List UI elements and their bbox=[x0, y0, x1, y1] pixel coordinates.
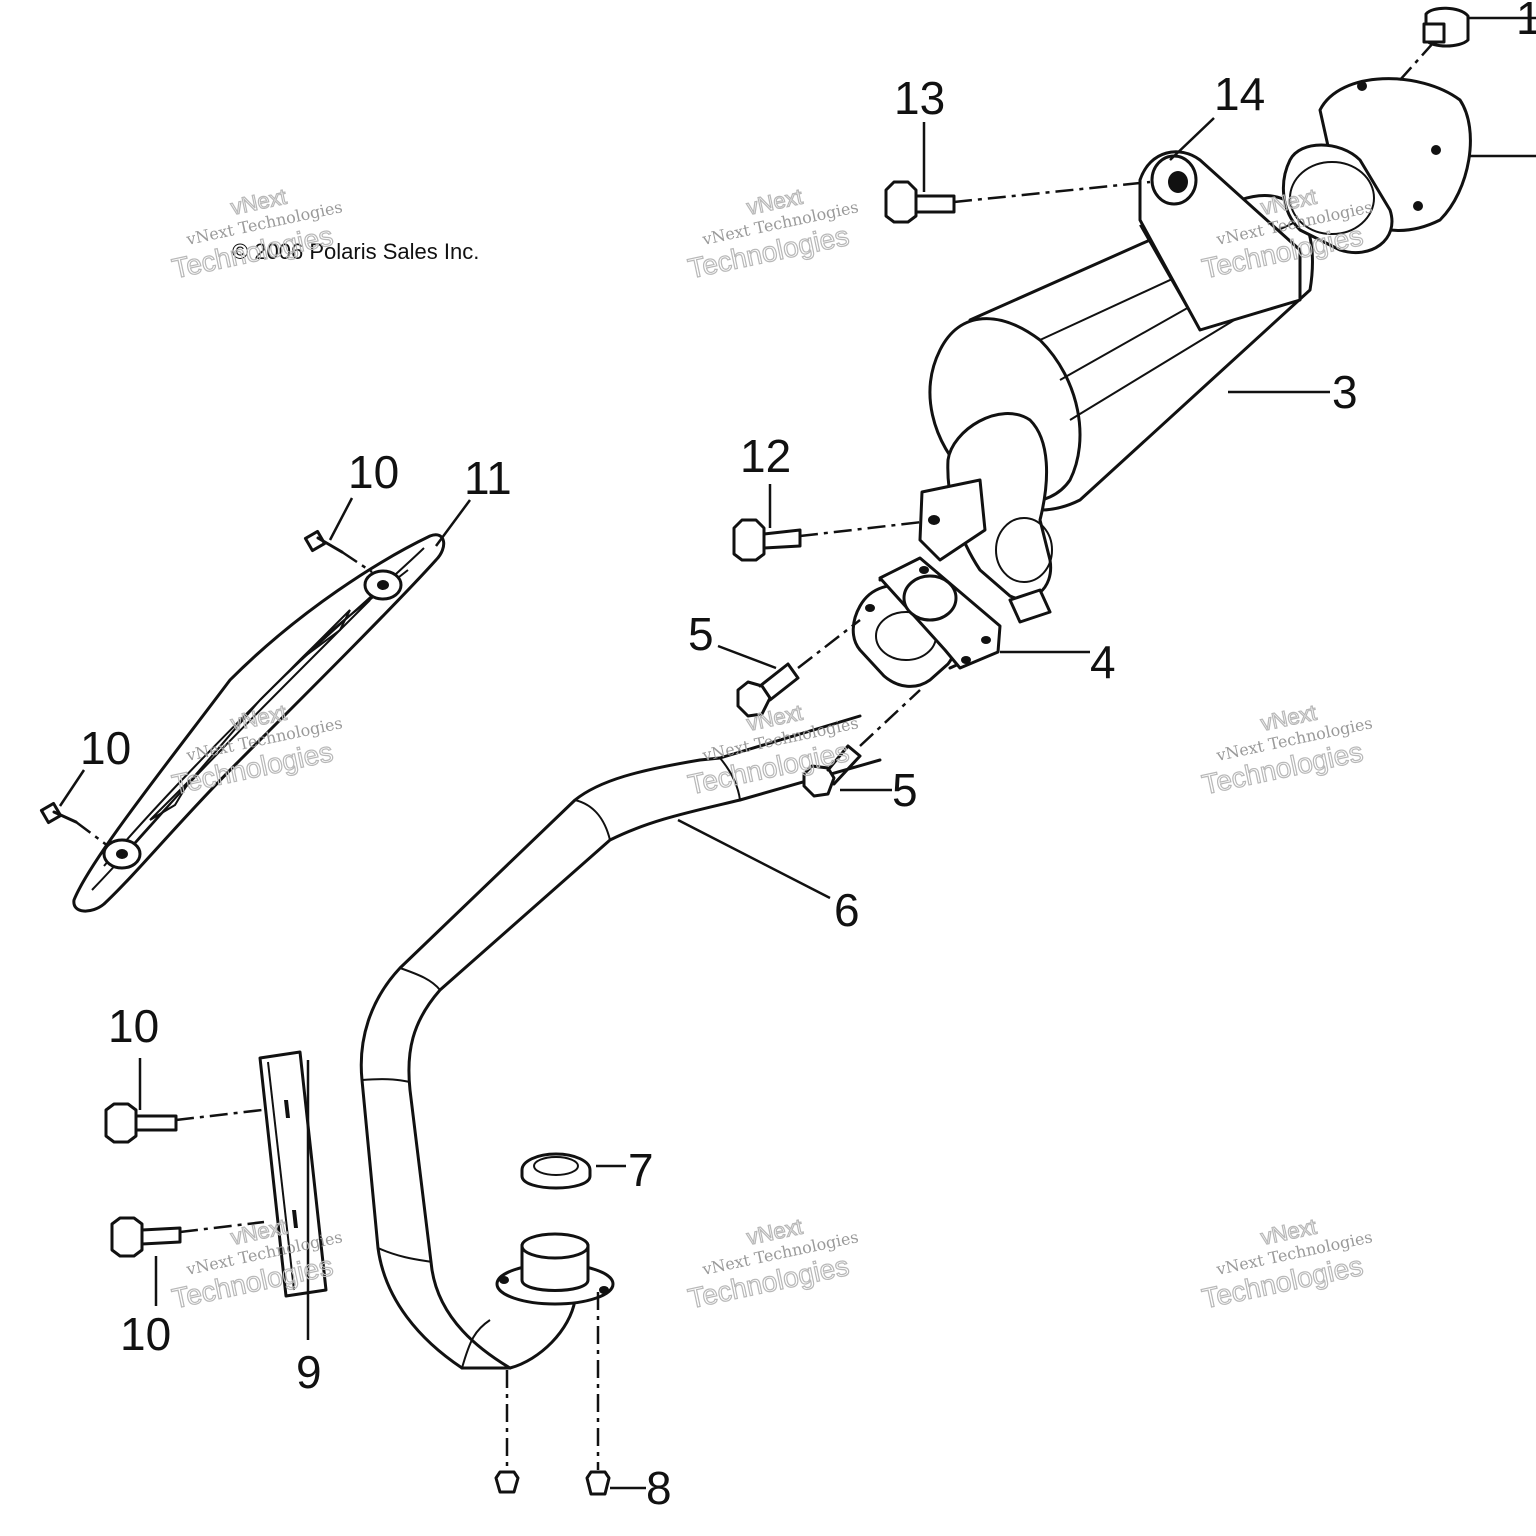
part-10-bolt-bracket-top bbox=[104, 1102, 263, 1144]
part-10-bolt-shield-bottom bbox=[39, 801, 109, 847]
part-5-bolt-lower bbox=[802, 689, 921, 798]
copyright-text: © 2006 Polaris Sales Inc. bbox=[232, 239, 479, 264]
callout-4: 4 bbox=[1090, 636, 1116, 688]
callout-5-upper: 5 bbox=[688, 608, 714, 660]
part-3-muffler bbox=[918, 150, 1314, 624]
callout-8: 8 bbox=[646, 1462, 672, 1514]
part-1-end-cap bbox=[1281, 6, 1536, 255]
watermark-9: vNext vNext Technologies Technologies bbox=[1199, 1213, 1374, 1315]
part-13-bolt bbox=[884, 180, 1151, 224]
leader-lines bbox=[58, 117, 1330, 1490]
callout-10-bracket-bottom: 10 bbox=[120, 1308, 171, 1360]
callout-7: 7 bbox=[628, 1144, 654, 1196]
callout-12: 12 bbox=[740, 430, 791, 482]
part-9-bracket bbox=[258, 1050, 328, 1298]
callout-13: 13 bbox=[894, 72, 945, 124]
part-10-bolt-bracket-bottom bbox=[110, 1216, 265, 1258]
watermark-1: vNext vNext Technologies Technologies bbox=[169, 183, 344, 285]
part-7-gasket bbox=[520, 1152, 592, 1190]
part-8-nuts bbox=[494, 1292, 611, 1496]
watermark-8: vNext vNext Technologies Technologies bbox=[685, 1213, 860, 1315]
callout-10-shield-top: 10 bbox=[348, 446, 399, 498]
watermark-2: vNext vNext Technologies Technologies bbox=[685, 183, 860, 285]
part-4-flange bbox=[851, 556, 1002, 688]
callout-6: 6 bbox=[834, 884, 860, 936]
callout-14: 14 bbox=[1214, 68, 1265, 120]
callout-3: 3 bbox=[1332, 366, 1358, 418]
callout-10-shield-bottom: 10 bbox=[80, 722, 131, 774]
callout-5-lower: 5 bbox=[892, 764, 918, 816]
callout-9: 9 bbox=[296, 1346, 322, 1398]
callout-labels: 1 3 4 5 5 6 7 8 9 10 10 10 10 11 12 13 1… bbox=[80, 0, 1536, 1514]
part-11-heat-shield bbox=[72, 533, 446, 913]
watermark-6: vNext vNext Technologies Technologies bbox=[1199, 699, 1374, 801]
callout-1: 1 bbox=[1516, 0, 1536, 44]
callout-10-bracket-top: 10 bbox=[108, 1000, 159, 1052]
part-10-bolt-shield-top bbox=[303, 529, 373, 574]
part-5-bolt-upper bbox=[736, 619, 861, 718]
watermark-7: vNext vNext Technologies Technologies bbox=[169, 1213, 344, 1315]
watermark-4: vNext vNext Technologies Technologies bbox=[169, 699, 344, 801]
callout-11: 11 bbox=[464, 452, 512, 504]
watermark-5: vNext vNext Technologies Technologies bbox=[685, 699, 860, 801]
part-12-bolt bbox=[732, 518, 923, 562]
part-6-header-pipe bbox=[359, 714, 882, 1370]
